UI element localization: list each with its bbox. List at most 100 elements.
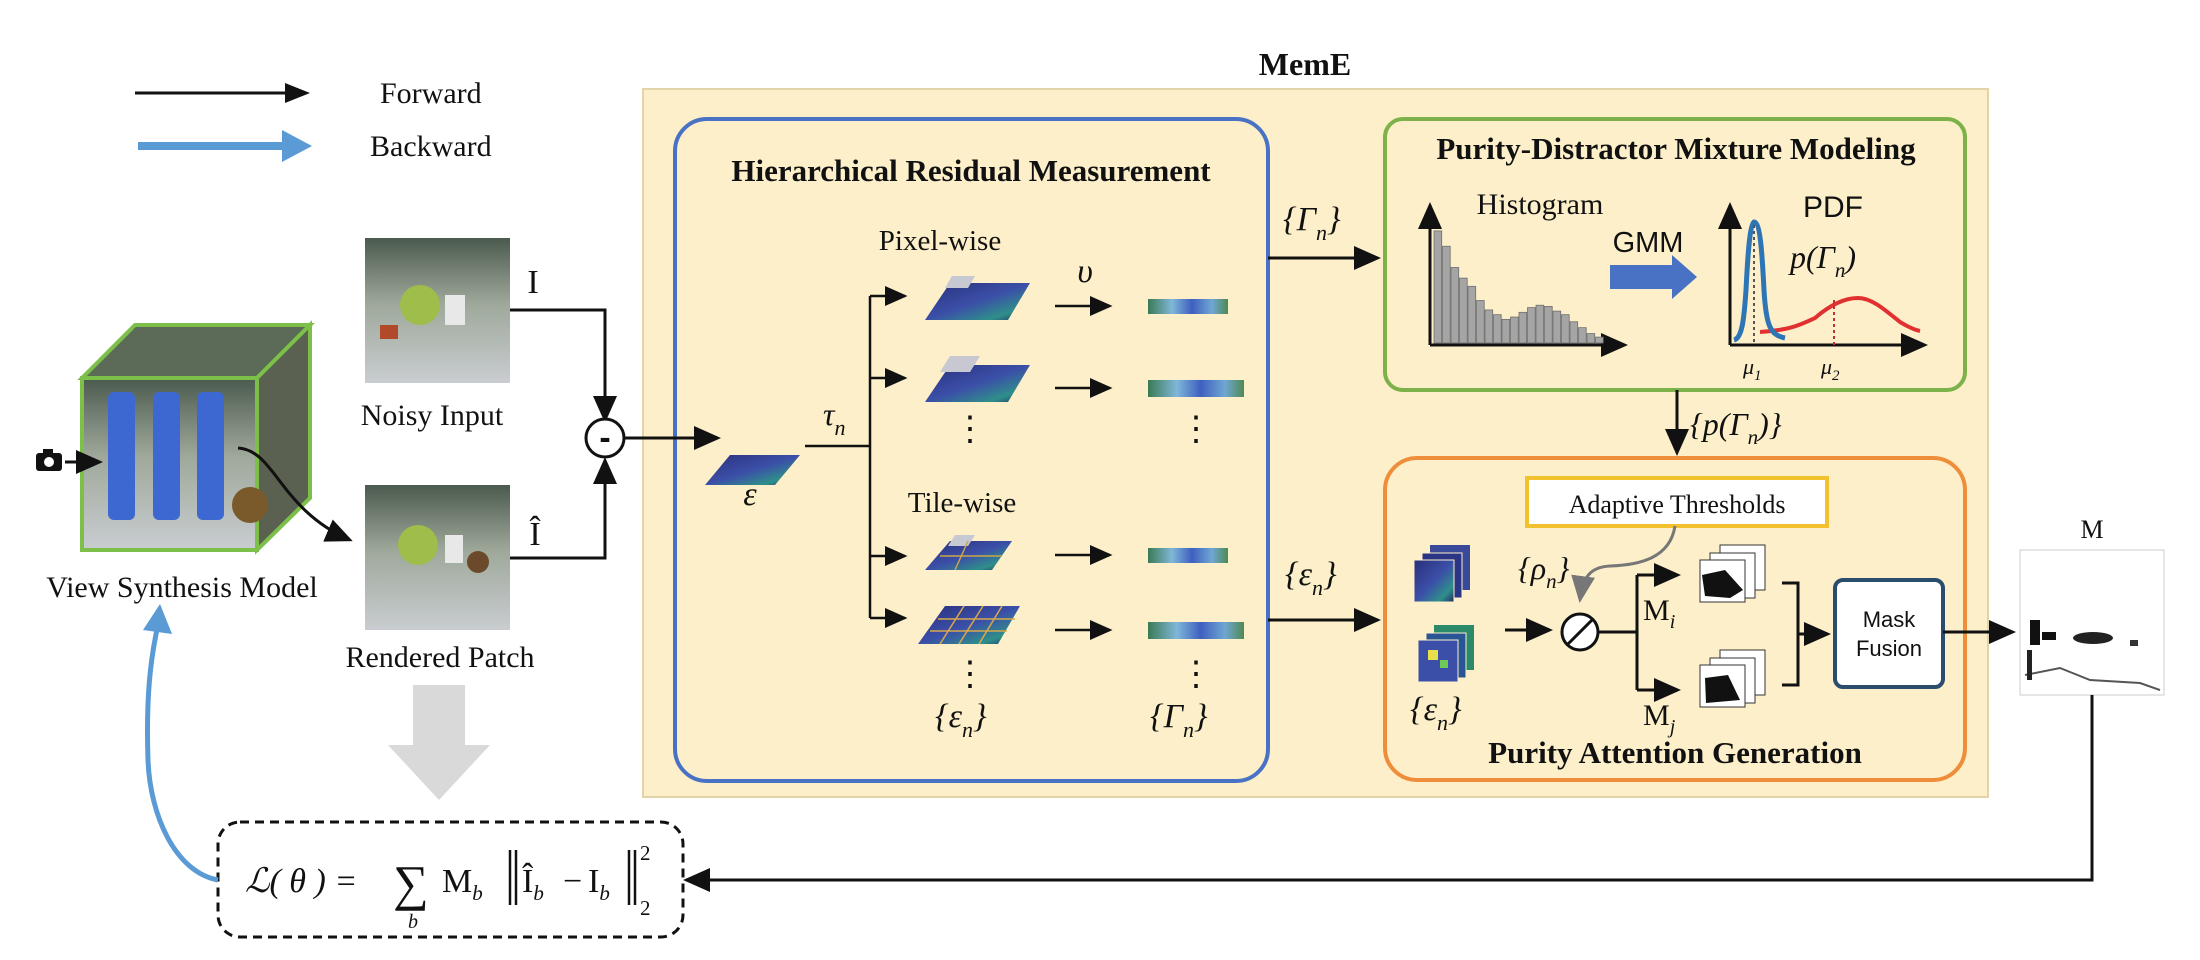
- histogram-bar: [1459, 277, 1468, 344]
- histogram-bar: [1442, 245, 1451, 344]
- gamma-bar-3: [1148, 548, 1228, 563]
- mask-stack-i: [1699, 544, 1766, 603]
- threshold-curve-arrow: [1571, 525, 1677, 603]
- i-hat-symbol: Î: [529, 516, 541, 553]
- pdf-label: PDF: [1803, 191, 1863, 224]
- histogram-bar: [1501, 318, 1511, 344]
- legend-backward-label: Backward: [370, 130, 492, 163]
- view-synthesis-label: View Synthesis Model: [46, 571, 318, 604]
- histogram-bar: [1518, 311, 1528, 344]
- mask-fusion-line2: Fusion: [1856, 636, 1922, 661]
- meme-panel: [642, 88, 1989, 798]
- gamma-set-label: {Γn}: [1150, 698, 1208, 742]
- i-symbol: I: [527, 264, 538, 301]
- loss-formula: ℒ( θ ) = ∑ b Mb Îb − Ib 2 2: [245, 841, 651, 933]
- gamma-bar-1: [1148, 299, 1228, 314]
- mu1-label: μ1: [1742, 354, 1762, 384]
- histogram-bar: [1595, 336, 1604, 344]
- p-gamma-label: p(Γn): [1788, 239, 1856, 282]
- histogram-bar: [1586, 333, 1596, 344]
- adaptive-thresholds-box: [1525, 476, 1829, 528]
- upsilon-label: υ: [1077, 253, 1093, 290]
- legend: Forward Backward: [135, 77, 492, 163]
- mj-label: Mj: [1643, 699, 1676, 738]
- loss-exponent: 2: [640, 841, 651, 865]
- histogram-bar: [1484, 309, 1494, 344]
- gamma-set-connector-label: {Γn}: [1283, 201, 1341, 245]
- legend-forward-label: Forward: [380, 77, 482, 110]
- minus-symbol: -: [599, 419, 610, 457]
- pixel-dots: ⋮: [953, 411, 987, 448]
- pdf-chart: μ1 μ2: [1718, 202, 1928, 384]
- histogram-label: Histogram: [1477, 188, 1604, 221]
- meme-title: MemE: [1259, 46, 1351, 82]
- gmm-label: GMM: [1613, 227, 1684, 259]
- mu2-label: μ2: [1820, 354, 1840, 384]
- histogram-bar: [1476, 300, 1485, 344]
- tile-dots: ⋮: [953, 656, 987, 693]
- rendered-patch-image: [365, 485, 510, 630]
- histogram-bar: [1535, 304, 1545, 344]
- histogram-bar: [1544, 306, 1553, 344]
- mask-stack-j: [1699, 649, 1766, 708]
- gamma-bar-4: [1148, 622, 1244, 639]
- tile-wise-map-2: [918, 605, 1020, 645]
- noisy-input-image: [365, 238, 510, 383]
- loss-minus: −: [563, 863, 582, 900]
- hrm-box: [673, 117, 1270, 783]
- rendered-patch-label: Rendered Patch: [345, 641, 534, 674]
- camera-icon: [36, 449, 62, 471]
- bar-dots-2: ⋮: [1179, 656, 1213, 693]
- epsilon-label: ε: [743, 476, 757, 513]
- pixel-wise-map-2: [925, 356, 1030, 402]
- cube-to-rendered-arrow: [237, 446, 353, 542]
- pag-box: [1383, 456, 1967, 782]
- gray-down-arrow: [388, 685, 490, 800]
- loss-norm-sub: 2: [640, 896, 651, 920]
- loss-sum: ∑: [393, 855, 429, 911]
- pag-residual-stack-1: [1413, 545, 1470, 603]
- pdf-curve-purity: [1732, 219, 1786, 343]
- hrm-title: Hierarchical Residual Measurement: [731, 153, 1211, 188]
- histogram-bar: [1493, 314, 1502, 344]
- histogram-bar: [1433, 230, 1443, 344]
- pag-eps-set-label: {εn}: [1410, 691, 1462, 735]
- eps-set-connector-label: {εn}: [1285, 556, 1337, 600]
- residual-map-epsilon: ε: [705, 455, 800, 513]
- loss-sum-sub: b: [408, 911, 418, 933]
- view-synthesis-model-cube: [77, 320, 315, 555]
- tile-wise-map-1: [925, 535, 1012, 571]
- histogram-bar: [1552, 310, 1562, 344]
- histogram-chart: [1418, 202, 1628, 357]
- pag-residual-stack-2: [1417, 625, 1474, 683]
- loss-M: Mb: [442, 863, 483, 905]
- loss-I: Ib: [588, 863, 610, 905]
- pdm-box: [1383, 117, 1967, 392]
- pixel-wise-map-1: [925, 276, 1030, 320]
- adaptive-thresholds-label: Adaptive Thresholds: [1569, 490, 1786, 519]
- histogram-bar: [1527, 307, 1536, 344]
- tau-label: τn: [823, 396, 845, 440]
- p-gamma-set-label: {p(Γn)}: [1690, 406, 1782, 449]
- bar-dots-1: ⋮: [1179, 411, 1213, 448]
- comparator-icon: [1560, 612, 1600, 652]
- tile-wise-label: Tile-wise: [908, 487, 1017, 519]
- backward-arrow: [144, 624, 219, 883]
- histogram-bar: [1569, 321, 1579, 344]
- rho-set-label: {ρn}: [1518, 550, 1570, 593]
- pixel-wise-label: Pixel-wise: [879, 225, 1001, 257]
- pdm-title: Purity-Distractor Mixture Modeling: [1436, 131, 1916, 166]
- output-mask-label: M: [2080, 515, 2103, 544]
- pag-title: Purity Attention Generation: [1488, 735, 1862, 770]
- histogram-bar: [1561, 314, 1570, 344]
- gmm-arrow: [1610, 255, 1697, 299]
- histogram-bar: [1578, 327, 1587, 344]
- histogram-bar: [1450, 267, 1460, 344]
- mi-label: Mi: [1643, 594, 1675, 633]
- mask-fusion-line1: Mask: [1863, 607, 1917, 632]
- eps-set-label: {εn}: [935, 698, 987, 742]
- pdf-curve-distractor: [1759, 295, 1921, 334]
- histogram-bar: [1510, 316, 1519, 344]
- histogram-bar: [1467, 285, 1477, 344]
- gamma-bar-2: [1148, 380, 1244, 397]
